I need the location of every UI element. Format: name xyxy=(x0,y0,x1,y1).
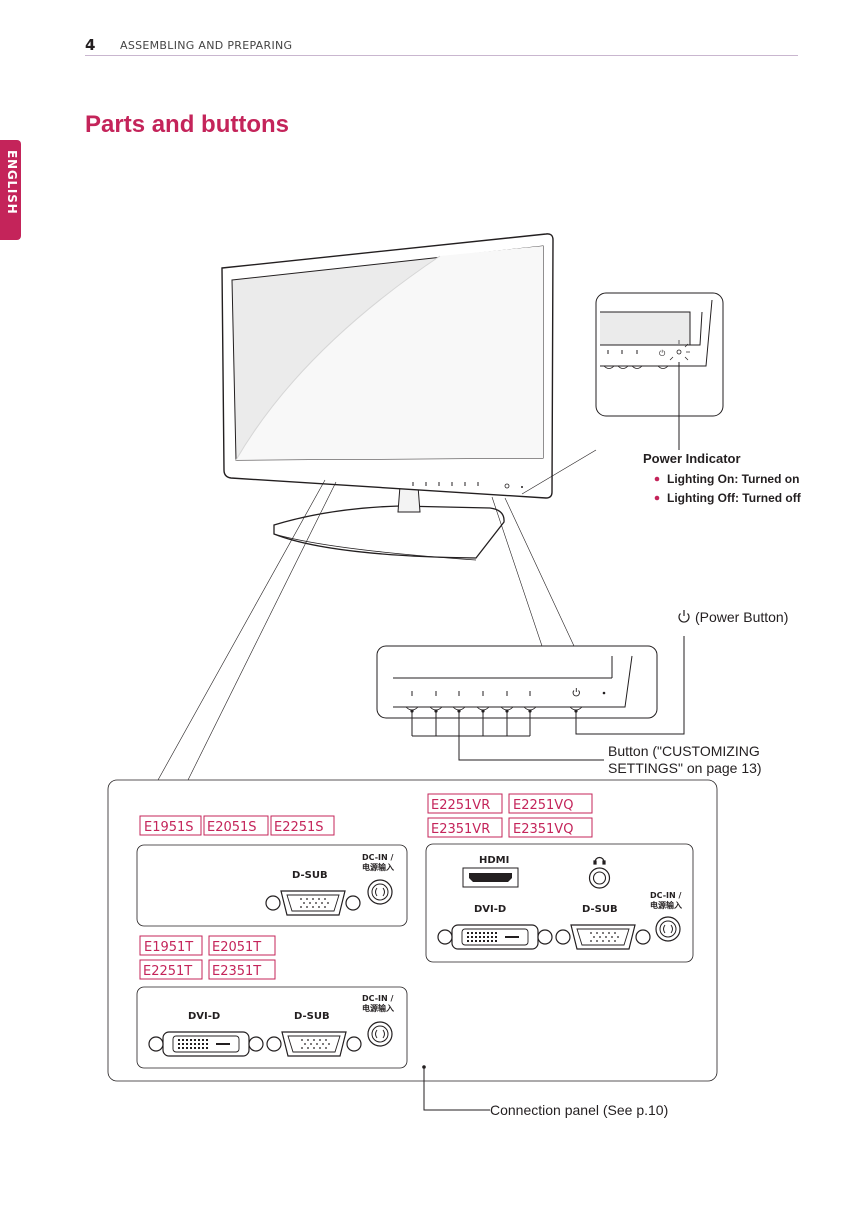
hdmi-port-icon xyxy=(462,867,519,888)
dcin-port-icon xyxy=(655,916,681,942)
hdmi-label: HDMI xyxy=(479,855,509,866)
page-number: 4 xyxy=(85,36,96,54)
language-tab-label: ENGLISH xyxy=(5,150,19,215)
power-indicator-detail: ⏻ xyxy=(595,292,724,450)
header-rule xyxy=(85,55,798,56)
power-button-label: (Power Button) xyxy=(695,609,788,625)
model-tag: E2051T xyxy=(212,940,261,955)
dcin-label: DC-IN / xyxy=(362,853,393,862)
bullet-icon xyxy=(654,476,660,482)
model-tag: E2251S xyxy=(274,820,324,835)
section-title: ASSEMBLING AND PREPARING xyxy=(120,39,293,52)
dvid-label: DVI-D xyxy=(474,904,506,915)
model-tag: E2051S xyxy=(207,820,257,835)
dcin-label-cn: 电源输入 xyxy=(650,900,682,910)
language-tab xyxy=(0,140,21,240)
dvid-port-icon xyxy=(148,1031,264,1057)
power-indicator-item-off: Lighting Off: Turned off xyxy=(667,491,802,505)
power-indicator-item-on: Lighting On: Turned on xyxy=(667,472,799,486)
dcin-label: DC-IN / xyxy=(650,891,681,900)
power-button-icon xyxy=(678,610,690,623)
model-tag: E2351VQ xyxy=(513,822,573,837)
model-tag: E2251VR xyxy=(431,798,490,813)
bullet-icon xyxy=(654,495,660,501)
t-model-connector-panel: DVI-D D-SUB DC-IN / 电源输入 xyxy=(136,986,408,1069)
dvid-label: DVI-D xyxy=(188,1011,220,1022)
s-model-connector-panel: D-SUB DC-IN / 电源输入 xyxy=(136,844,408,927)
button-callout-line2: SETTINGS" on page 13) xyxy=(608,760,762,776)
dsub-label: D-SUB xyxy=(292,870,328,881)
dcin-port-icon xyxy=(367,1021,393,1047)
monitor-illustration xyxy=(221,233,613,561)
dcin-label-cn: 电源输入 xyxy=(362,862,394,872)
dcin-label-cn: 电源输入 xyxy=(362,1003,394,1013)
model-tag: E2251VQ xyxy=(513,798,573,813)
page-title: Parts and buttons xyxy=(85,111,290,138)
v-model-connector-panel: HDMI DVI-D D-SUB DC-IN / 电源输入 xyxy=(425,843,694,963)
headphone-icon xyxy=(593,856,606,865)
button-panel-detail xyxy=(376,645,658,719)
button-callout-line1: Button ("CUSTOMIZING xyxy=(608,743,760,759)
dsub-label: D-SUB xyxy=(294,1011,330,1022)
model-tag: E1951T xyxy=(144,940,193,955)
model-tag: E2251T xyxy=(143,964,192,979)
dcin-label: DC-IN / xyxy=(362,994,393,1003)
model-tag: E2351VR xyxy=(431,822,490,837)
model-tag: E2351T xyxy=(212,964,261,979)
dcin-port-icon xyxy=(367,879,393,905)
connection-panel-callout: Connection panel (See p.10) xyxy=(490,1102,668,1118)
svg-text:⏻: ⏻ xyxy=(659,349,666,358)
power-indicator-label: Power Indicator xyxy=(643,451,741,466)
dvid-port-icon xyxy=(437,924,553,950)
dsub-label: D-SUB xyxy=(582,904,618,915)
model-tag: E1951S xyxy=(144,820,194,835)
headphone-port-icon xyxy=(588,867,611,889)
